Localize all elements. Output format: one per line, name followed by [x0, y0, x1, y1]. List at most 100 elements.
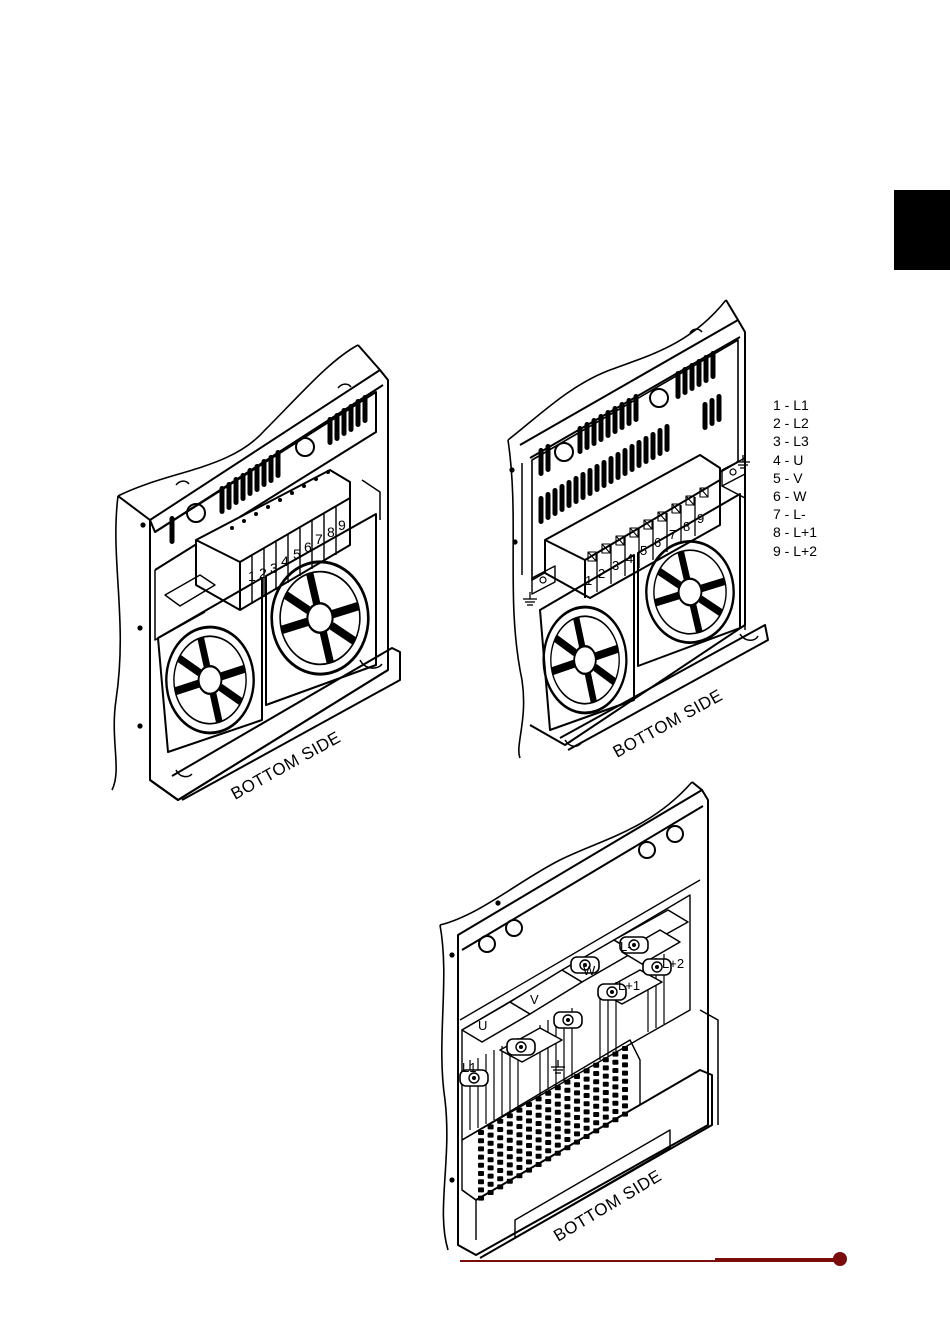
grille-hole	[497, 1152, 503, 1157]
grille-hole	[593, 1104, 599, 1109]
legend-item: 3 - L3	[773, 432, 817, 450]
grille-hole	[478, 1155, 484, 1160]
terminal-2-label: 2	[598, 566, 605, 581]
terminal-8-label: 8	[327, 524, 335, 540]
legend-item: 5 - V	[773, 469, 817, 487]
grille-hole	[488, 1124, 494, 1129]
legend-item: 9 - L+2	[773, 542, 817, 560]
bottom-side-caption-3: BOTTOM SIDE	[550, 1166, 665, 1245]
grille-hole	[526, 1110, 532, 1115]
terminal-5-label: 5	[640, 543, 647, 558]
terminal-7-label: 7	[315, 531, 323, 547]
grille-hole	[536, 1113, 542, 1118]
terminal-4-label: 4	[626, 551, 633, 566]
busbar-v-label: V	[530, 992, 539, 1007]
busbar-w-label: W	[583, 963, 596, 978]
grille-hole	[536, 1121, 542, 1126]
terminal-3-label: 3	[612, 558, 619, 573]
grille-hole	[478, 1163, 484, 1168]
grille-hole	[564, 1104, 570, 1109]
grille-hole	[603, 1098, 609, 1103]
grille-hole	[593, 1063, 599, 1068]
grille-hole	[555, 1085, 561, 1090]
legend-item: 6 - W	[773, 487, 817, 505]
grille-hole	[584, 1077, 590, 1082]
terminal-6-label: 6	[304, 539, 312, 555]
grille-hole	[622, 1079, 628, 1084]
bottom-side-caption-2: BOTTOM SIDE	[610, 686, 726, 762]
grille-hole	[516, 1140, 522, 1145]
legend-item: 7 - L-	[773, 505, 817, 523]
grille-hole	[574, 1074, 580, 1079]
grille-hole	[545, 1091, 551, 1096]
grille-hole	[545, 1115, 551, 1120]
grille-hole	[516, 1173, 522, 1178]
grille-hole	[516, 1165, 522, 1170]
grille-hole	[622, 1071, 628, 1076]
grille-hole	[545, 1156, 551, 1161]
grille-hole	[536, 1129, 542, 1134]
grille-hole	[603, 1065, 609, 1070]
grille-hole	[526, 1102, 532, 1107]
grille-hole	[536, 1162, 542, 1167]
grille-hole	[603, 1106, 609, 1111]
grille-hole	[516, 1132, 522, 1137]
grille-hole	[584, 1101, 590, 1106]
grille-hole	[536, 1096, 542, 1101]
grille-hole	[593, 1071, 599, 1076]
grille-hole	[564, 1129, 570, 1134]
grille-hole	[516, 1108, 522, 1113]
grille-hole	[526, 1168, 532, 1173]
grille-hole	[612, 1068, 618, 1073]
grille-hole	[516, 1124, 522, 1129]
grille-hole	[584, 1093, 590, 1098]
grille-hole	[497, 1127, 503, 1132]
grille-hole	[564, 1112, 570, 1117]
grille-hole	[584, 1068, 590, 1073]
grille-hole	[622, 1046, 628, 1051]
grille-hole	[545, 1148, 551, 1153]
grille-hole	[574, 1082, 580, 1087]
grille-hole	[478, 1196, 484, 1201]
grille-hole	[603, 1123, 609, 1128]
terminal-1-label: 1	[585, 573, 592, 588]
grille-hole	[612, 1060, 618, 1065]
grille-hole	[497, 1143, 503, 1148]
grille-hole	[612, 1076, 618, 1081]
terminal-9-label: 9	[338, 517, 346, 533]
grille-hole	[507, 1154, 513, 1159]
grille-hole	[622, 1103, 628, 1108]
legend-item: 4 - U	[773, 451, 817, 469]
grille-hole	[555, 1134, 561, 1139]
grille-hole	[593, 1087, 599, 1092]
footer-rule	[460, 1252, 847, 1266]
grille-hole	[478, 1138, 484, 1143]
grille-hole	[593, 1096, 599, 1101]
grille-hole	[507, 1113, 513, 1118]
grille-hole	[564, 1088, 570, 1093]
grille-hole	[622, 1112, 628, 1117]
grille-hole	[564, 1137, 570, 1142]
grille-hole	[507, 1146, 513, 1151]
terminal-legend: 1 - L1 2 - L2 3 - L3 4 - U 5 - V 6 - W 7…	[773, 396, 817, 560]
grille-hole	[536, 1105, 542, 1110]
grille-hole	[536, 1154, 542, 1159]
grille-hole	[478, 1187, 484, 1192]
grille-hole	[612, 1052, 618, 1057]
grille-hole	[574, 1123, 580, 1128]
grille-hole	[564, 1121, 570, 1126]
grille-hole	[497, 1168, 503, 1173]
grille-hole	[526, 1143, 532, 1148]
legend-item: 8 - L+1	[773, 523, 817, 541]
grille-hole	[545, 1140, 551, 1145]
grille-hole	[507, 1171, 513, 1176]
grille-hole	[488, 1165, 494, 1170]
grille-hole	[536, 1137, 542, 1142]
terminal-2-label: 2	[259, 565, 267, 581]
grille-hole	[612, 1101, 618, 1106]
grille-hole	[622, 1087, 628, 1092]
grille-hole	[516, 1116, 522, 1121]
grille-hole	[555, 1151, 561, 1156]
terminal-7-label: 7	[669, 527, 676, 542]
